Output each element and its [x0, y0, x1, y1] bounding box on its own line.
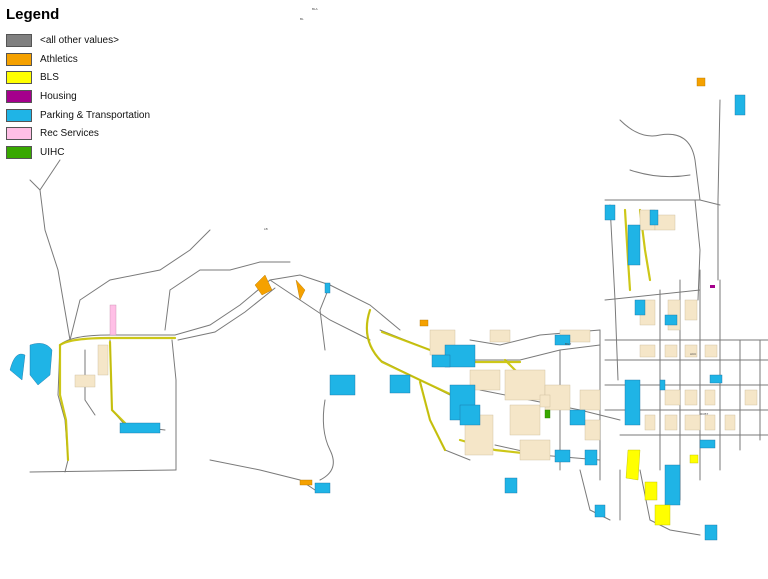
- building-labels: BLA BL LB BGT ACC RCBT: [264, 7, 708, 416]
- legend-item: Athletics: [6, 50, 150, 69]
- legend-swatch: [6, 108, 32, 122]
- legend-label: Athletics: [40, 53, 78, 65]
- legend-swatch: [6, 145, 32, 159]
- svg-text:BLA: BLA: [312, 7, 318, 11]
- legend-swatch: [6, 89, 32, 103]
- legend-item: Housing: [6, 87, 150, 106]
- svg-text:LB: LB: [264, 227, 268, 231]
- legend-title: Legend: [6, 6, 60, 23]
- legend-label: <all other values>: [40, 34, 119, 46]
- legend-label: Parking & Transportation: [40, 109, 151, 121]
- housing-areas: [710, 285, 715, 288]
- svg-text:BL: BL: [300, 17, 304, 21]
- legend-swatch: [6, 33, 32, 47]
- legend-swatch: [6, 71, 32, 85]
- legend-item: BLS: [6, 68, 150, 87]
- road-network: [29, 99, 768, 536]
- parking-lots: [9, 94, 746, 541]
- legend-item: Parking & Transportation: [6, 106, 150, 125]
- svg-text:RCBT: RCBT: [700, 412, 708, 416]
- legend-item: <all other values>: [6, 31, 150, 50]
- svg-text:BGT: BGT: [565, 342, 571, 346]
- rec-services-areas: [109, 304, 117, 336]
- legend-swatch: [6, 127, 32, 141]
- legend-label: Rec Services: [40, 128, 99, 140]
- legend-item: Rec Services: [6, 124, 150, 143]
- building-footprints: [74, 209, 758, 461]
- legend-label: BLS: [40, 72, 59, 84]
- legend-label: Housing: [40, 90, 77, 102]
- bls-areas: [625, 449, 699, 526]
- uihc-areas: [544, 409, 551, 419]
- legend-item: UIHC: [6, 143, 150, 162]
- svg-text:ACC: ACC: [690, 352, 697, 356]
- legend-swatch: [6, 52, 32, 66]
- athletics-areas: [254, 77, 706, 486]
- legend-label: UIHC: [40, 146, 65, 158]
